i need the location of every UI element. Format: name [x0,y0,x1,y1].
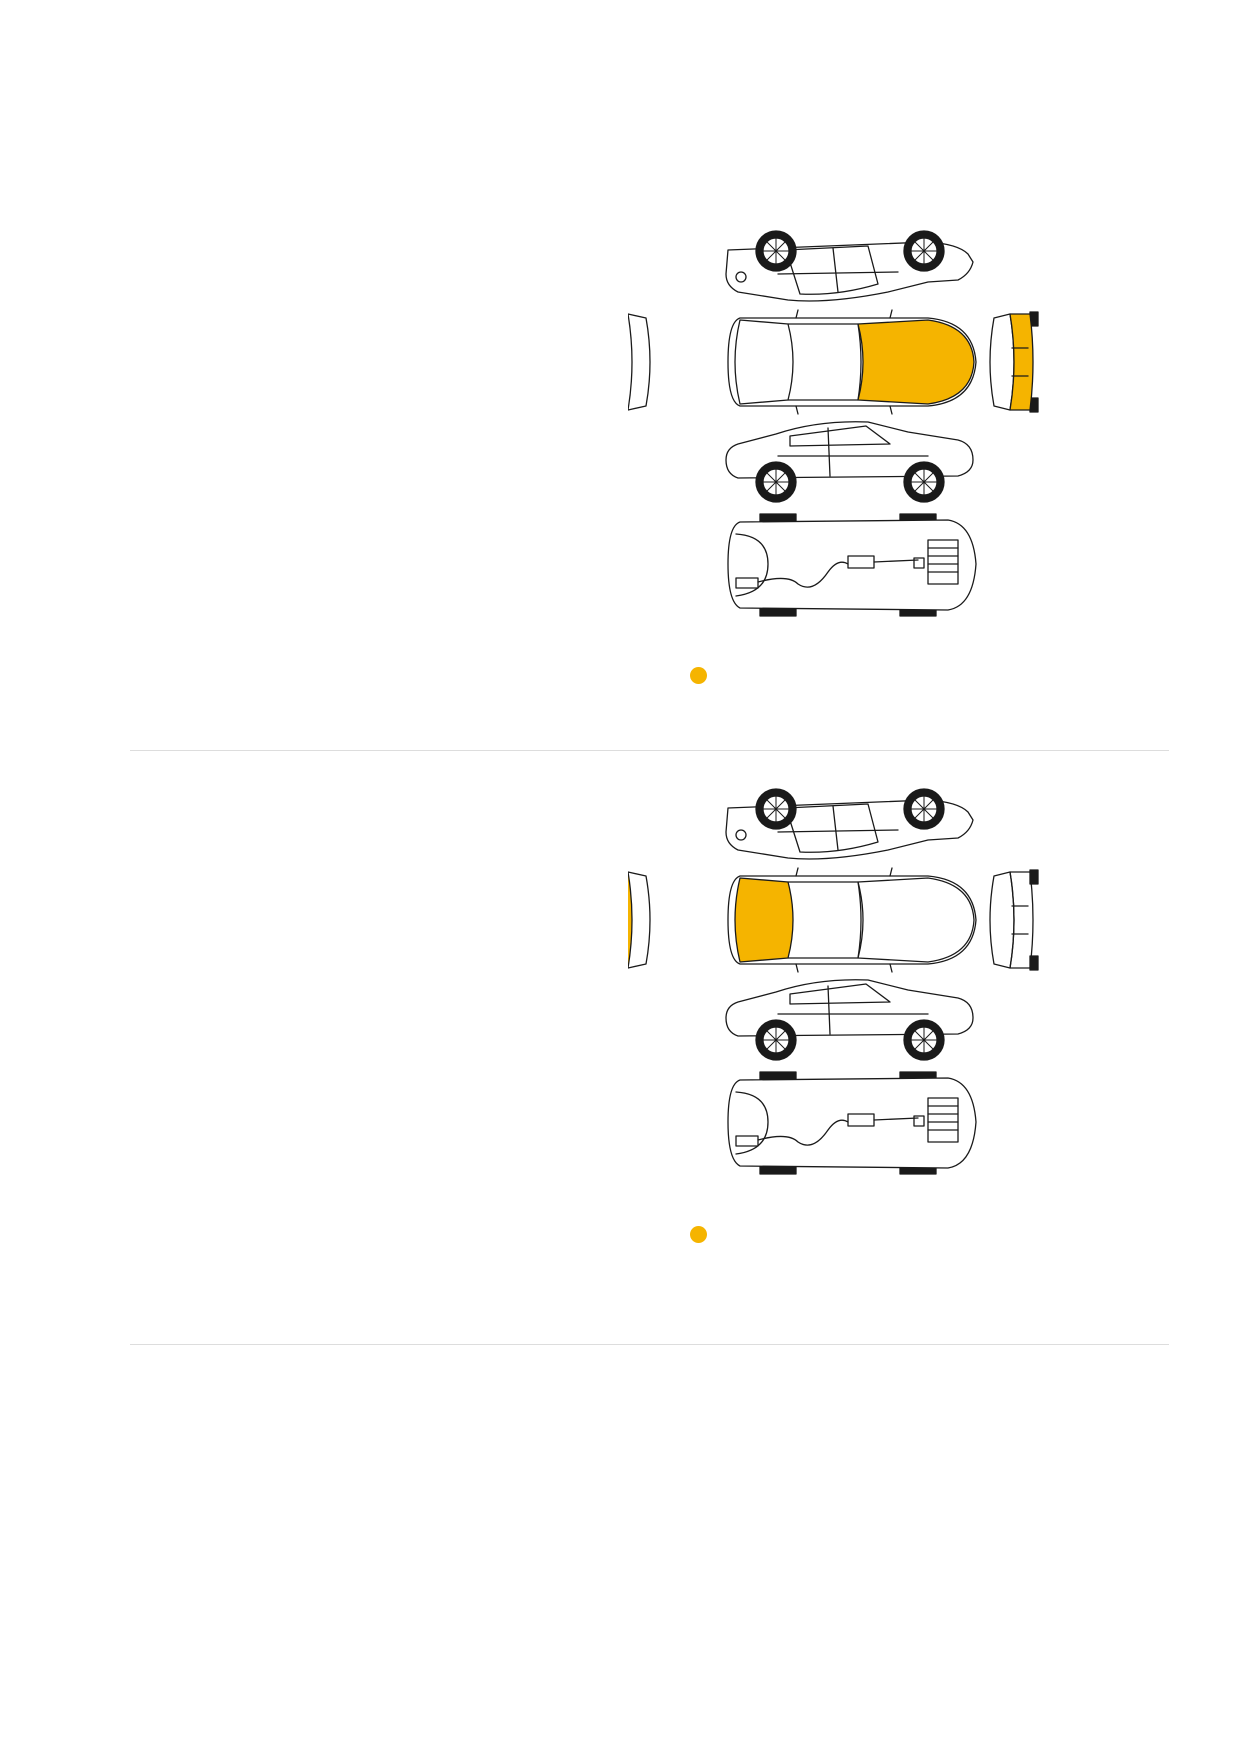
wheel-icon [903,788,945,830]
damage-section-1 [0,0,1239,750]
wheel-icon [903,1019,945,1061]
car-top-view [727,867,977,973]
wheel-icon [903,461,945,503]
wheel-icon [755,1019,797,1061]
rear-bumper-damage-area [580,871,633,969]
car-rear-view [575,311,651,413]
hood-damage-area [857,319,975,405]
damage-section-2 [0,752,1239,1344]
car-front-view [989,311,1039,413]
car-underbody-view [727,513,977,617]
wheel-icon [755,461,797,503]
car-left-side-view [725,230,974,302]
car-damage-diagram [575,780,1078,1200]
car-underbody-view [727,1071,977,1175]
damage-legend-marker [690,1226,707,1243]
wheel-icon [903,230,945,272]
car-damage-diagram [575,222,1078,642]
car-right-side-view [725,421,974,503]
car-rear-view [575,869,651,971]
wheel-icon [755,230,797,272]
wheel-icon [755,788,797,830]
car-right-side-view [725,979,974,1061]
front-bumper-damage-area [1009,313,1034,411]
car-top-view [727,309,977,415]
section-divider [130,750,1169,751]
trunk-damage-area [734,877,794,963]
car-front-view [989,869,1039,971]
car-left-side-view [725,788,974,860]
section-divider [130,1344,1169,1345]
damage-legend-marker [690,667,707,684]
